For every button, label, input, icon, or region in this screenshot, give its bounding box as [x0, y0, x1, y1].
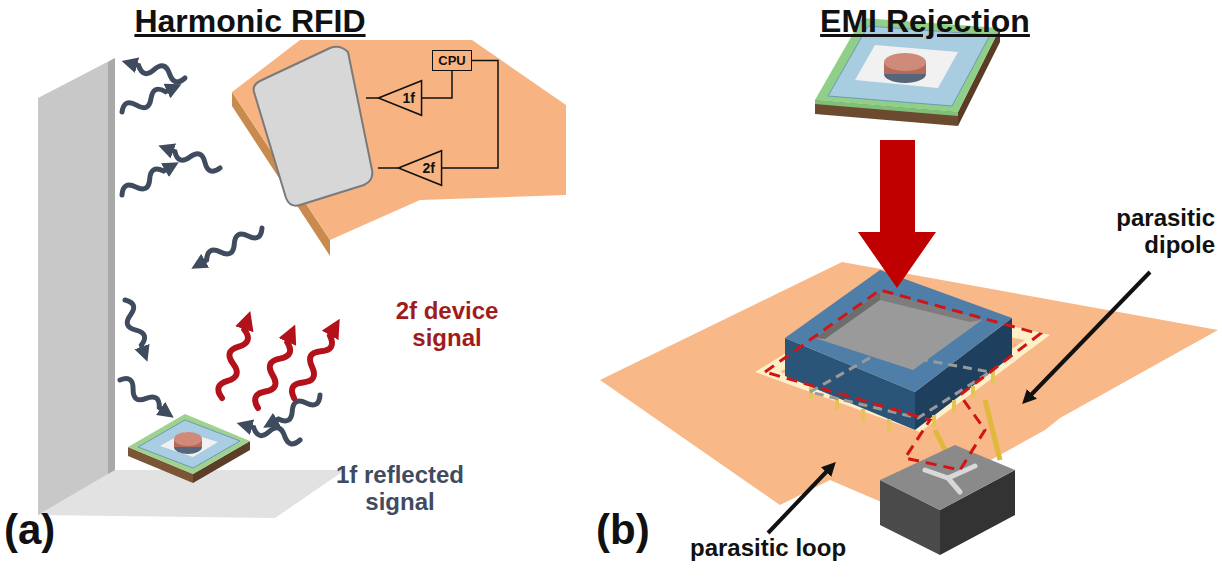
device-pads — [138, 420, 240, 468]
pin — [952, 400, 956, 412]
circuit-board — [600, 262, 1218, 510]
wall-edge — [108, 58, 115, 474]
reader-screen — [254, 47, 373, 206]
trace — [985, 400, 1000, 460]
cavity-wall — [815, 292, 880, 339]
amplifier-triangle: 2f — [398, 150, 442, 186]
amplifier-triangle: 1f — [378, 80, 422, 116]
wave-arrow — [129, 58, 186, 84]
triangle-outline — [398, 150, 442, 186]
wave-arrow — [119, 162, 173, 200]
panel-heading: Harmonic RFID — [100, 4, 400, 40]
leader-arrow — [768, 468, 830, 533]
harmonic-waves — [216, 320, 340, 411]
circuit-wire — [442, 61, 498, 169]
component-top — [880, 445, 1015, 510]
circuit-wire — [366, 97, 378, 99]
triangle-shape — [398, 151, 441, 186]
signal-label: 1f reflected signal — [325, 462, 475, 516]
pin — [887, 419, 891, 431]
pin — [932, 415, 936, 427]
reader-body — [232, 40, 566, 240]
cavity-wall — [880, 292, 982, 322]
triangle-shape — [378, 81, 421, 116]
wave-arrow — [119, 83, 175, 118]
leader-arrow — [1028, 272, 1150, 398]
wave-arrow — [288, 325, 339, 401]
device-gap — [160, 432, 218, 457]
signal-label: 2f device signal — [372, 298, 522, 352]
wave-arrow — [197, 223, 265, 269]
symbol-stroke — [948, 478, 960, 492]
wave-arrow — [216, 320, 253, 400]
circuit-wire — [378, 167, 398, 169]
pin — [971, 386, 975, 398]
component-symbol — [925, 466, 975, 492]
resonator-top — [174, 432, 202, 446]
node-text: 1f — [403, 91, 415, 105]
triangle-outline — [378, 80, 422, 116]
node-text: CPU — [438, 54, 465, 67]
wave-arrow — [165, 143, 222, 173]
resonator-top — [884, 53, 926, 71]
parasitic-dipole-path — [810, 352, 990, 418]
wall — [38, 58, 115, 515]
panel-heading: EMI Rejection — [780, 4, 1070, 40]
wave-arrow — [119, 298, 149, 355]
panel-letter: (b) — [596, 506, 650, 553]
circuit-wire — [422, 71, 452, 98]
pin — [861, 409, 865, 421]
panel-letter: (a) — [4, 506, 55, 553]
chip-gap — [855, 45, 958, 88]
parasitic-loop-path — [765, 290, 1040, 470]
node-text: 2f — [423, 161, 435, 175]
device-board — [128, 414, 250, 474]
wave-arrow — [252, 332, 296, 410]
package-rim — [785, 270, 1012, 392]
pin — [991, 371, 995, 383]
callout-label: parasitic loop — [690, 535, 846, 562]
processor-box: CPU — [432, 50, 472, 71]
callout-label: parasitic dipole — [1078, 205, 1215, 259]
wave-arrow — [117, 375, 170, 417]
package-cavity — [815, 292, 982, 370]
assembly-arrow — [858, 140, 936, 288]
